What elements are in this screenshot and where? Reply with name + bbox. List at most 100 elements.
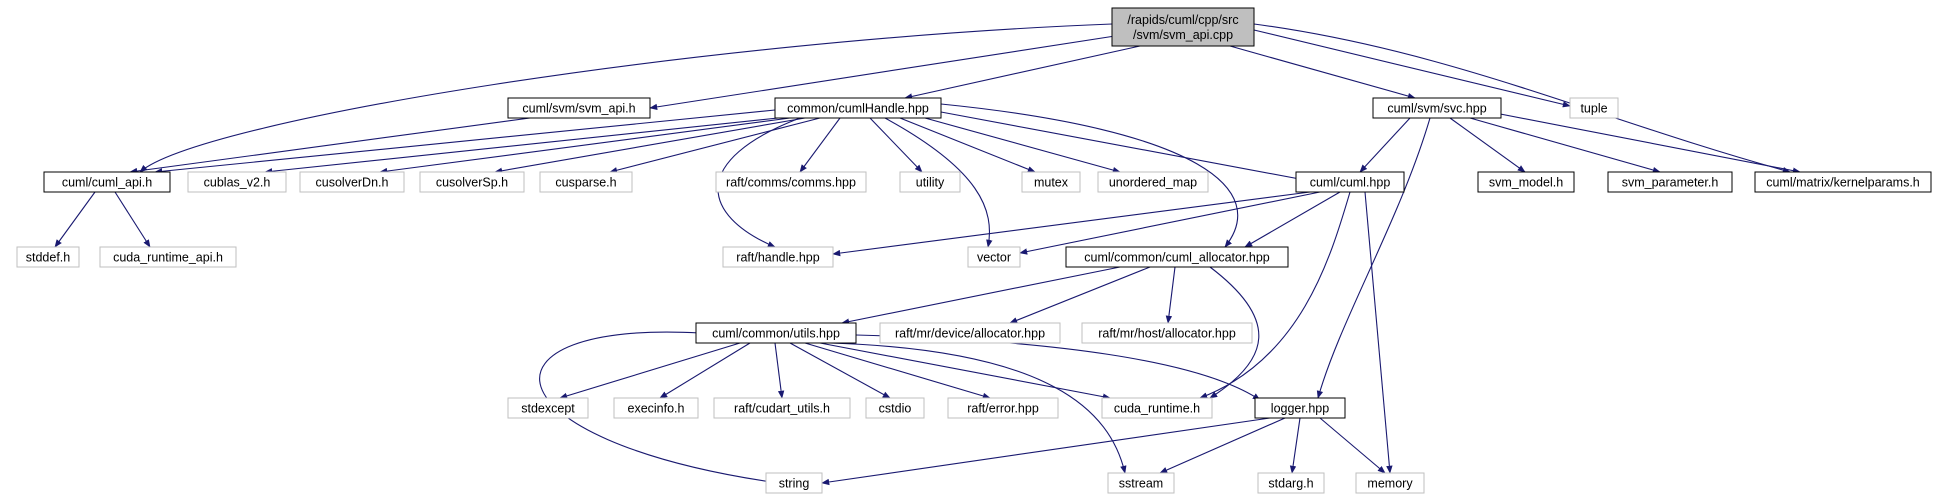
node-label: unordered_map bbox=[1109, 176, 1197, 190]
edge-cumlHandle-to-cuml_allocator bbox=[940, 103, 1239, 248]
edge-cumlHandle-to-cuml_api bbox=[154, 109, 776, 175]
node-svm_model[interactable]: svm_model.h bbox=[1477, 171, 1575, 193]
node-svc[interactable]: cuml/svm/svc.hpp bbox=[1372, 97, 1502, 119]
node-cudart_utils: raft/cudart_utils.h bbox=[713, 397, 851, 419]
nodes-layer: /rapids/cuml/cpp/src/svm/svm_api.cppcuml… bbox=[16, 7, 1932, 494]
node-label: vector bbox=[977, 251, 1011, 265]
node-logger[interactable]: logger.hpp bbox=[1254, 397, 1346, 419]
edge-cuml_hpp-to-cuda_runtime bbox=[1199, 191, 1351, 399]
node-comms: raft/comms/comms.hpp bbox=[715, 171, 867, 193]
edge-utils-to-sstream bbox=[829, 342, 1127, 474]
edge-utils-to-logger bbox=[855, 334, 1261, 401]
edge-cuml_hpp-to-raft_handle bbox=[832, 191, 1311, 257]
node-label: utility bbox=[916, 176, 945, 190]
node-utility: utility bbox=[899, 171, 961, 193]
node-memory: memory bbox=[1355, 472, 1425, 494]
node-cusparse: cusparse.h bbox=[539, 171, 633, 193]
node-label: cuml/svm/svc.hpp bbox=[1387, 102, 1486, 116]
edge-cuml_hpp-to-cuml_allocator bbox=[1244, 191, 1341, 248]
edge-root-to-cuml_api bbox=[139, 23, 1113, 173]
node-label: stdexcept bbox=[521, 402, 575, 416]
node-label: sstream bbox=[1119, 477, 1163, 491]
edge-utils-to-execinfo bbox=[659, 342, 751, 399]
node-box bbox=[1254, 397, 1346, 419]
node-label: memory bbox=[1367, 477, 1413, 491]
node-string: string bbox=[765, 472, 823, 494]
node-label: cuda_runtime.h bbox=[1114, 402, 1200, 416]
node-cusolverDn: cusolverDn.h bbox=[299, 171, 405, 193]
edge-root-to-cumlHandle bbox=[904, 45, 1141, 100]
node-box bbox=[1355, 472, 1425, 494]
node-utils[interactable]: cuml/common/utils.hpp bbox=[695, 322, 857, 344]
edge-svm_api_h-to-cuml_api bbox=[129, 117, 531, 175]
node-label: cuml/common/cuml_allocator.hpp bbox=[1084, 251, 1270, 265]
node-cusolverSp: cusolverSp.h bbox=[419, 171, 525, 193]
edge-svc-to-svm_parameter bbox=[1469, 117, 1661, 174]
node-box bbox=[1065, 246, 1289, 268]
edge-svc-to-kernelparams bbox=[1489, 111, 1801, 174]
node-unordered_map: unordered_map bbox=[1097, 171, 1209, 193]
edge-svc-to-svm_model bbox=[1449, 117, 1526, 173]
node-cumlHandle[interactable]: common/cumlHandle.hpp bbox=[774, 97, 942, 119]
node-box bbox=[539, 171, 633, 193]
node-device_alloc: raft/mr/device/allocator.hpp bbox=[879, 322, 1061, 344]
node-box bbox=[899, 171, 961, 193]
node-box bbox=[613, 397, 699, 419]
edge-cuml_allocator-to-device_alloc bbox=[1009, 266, 1151, 324]
node-box bbox=[1477, 171, 1575, 193]
node-cuml_api[interactable]: cuml/cuml_api.h bbox=[43, 171, 171, 193]
node-label: /rapids/cuml/cpp/src bbox=[1127, 13, 1238, 27]
edge-cumlHandle-to-mutex bbox=[899, 117, 1036, 173]
node-svm_parameter[interactable]: svm_parameter.h bbox=[1607, 171, 1733, 193]
node-box bbox=[967, 246, 1021, 268]
node-box bbox=[1101, 397, 1213, 419]
node-box bbox=[1295, 171, 1405, 193]
node-box bbox=[507, 397, 589, 419]
edge-cumlHandle-to-cusolverDn bbox=[379, 117, 791, 175]
node-box bbox=[1107, 472, 1175, 494]
node-label: string bbox=[779, 477, 810, 491]
edge-cuml_hpp-to-memory bbox=[1364, 191, 1393, 474]
node-box bbox=[419, 171, 525, 193]
node-label: mutex bbox=[1034, 176, 1069, 190]
node-box bbox=[713, 397, 851, 419]
node-label: raft/handle.hpp bbox=[736, 251, 819, 265]
node-label: cuda_runtime_api.h bbox=[113, 251, 223, 265]
node-box bbox=[187, 171, 287, 193]
edge-cumlHandle-to-cusparse bbox=[609, 117, 821, 174]
edge-cuml_api-to-stddef bbox=[54, 191, 96, 248]
node-box bbox=[1372, 97, 1502, 119]
node-kernelparams[interactable]: cuml/matrix/kernelparams.h bbox=[1754, 171, 1932, 193]
node-label: raft/comms/comms.hpp bbox=[726, 176, 856, 190]
edge-root-to-kernelparams bbox=[1253, 23, 1791, 174]
node-box bbox=[1111, 7, 1255, 47]
node-label: svm_parameter.h bbox=[1622, 176, 1719, 190]
node-label: raft/error.hpp bbox=[967, 402, 1039, 416]
node-box bbox=[1257, 472, 1325, 494]
edge-logger-to-memory bbox=[1319, 417, 1386, 474]
node-label: cuml/svm/svm_api.h bbox=[522, 102, 635, 116]
node-box bbox=[1607, 171, 1733, 193]
node-label: /svm/svm_api.cpp bbox=[1133, 28, 1233, 42]
node-label: raft/mr/device/allocator.hpp bbox=[895, 327, 1045, 341]
node-label: cusolverDn.h bbox=[316, 176, 389, 190]
edge-utils-to-cstdio bbox=[789, 342, 891, 399]
edge-cumlHandle-to-cublas bbox=[264, 117, 779, 175]
node-svm_api_h[interactable]: cuml/svm/svm_api.h bbox=[507, 97, 651, 119]
node-cuml_hpp[interactable]: cuml/cuml.hpp bbox=[1295, 171, 1405, 193]
edge-cumlHandle-to-unordered_map bbox=[924, 117, 1121, 174]
node-label: raft/cudart_utils.h bbox=[734, 402, 830, 416]
node-box bbox=[722, 246, 834, 268]
edge-utils-to-string bbox=[539, 331, 779, 486]
edge-cuml_allocator-to-utils bbox=[841, 266, 1121, 325]
edge-logger-to-string bbox=[821, 417, 1271, 486]
node-execinfo: execinfo.h bbox=[613, 397, 699, 419]
node-box bbox=[99, 246, 237, 268]
node-root[interactable]: /rapids/cuml/cpp/src/svm/svm_api.cpp bbox=[1111, 7, 1255, 47]
node-box bbox=[865, 397, 925, 419]
node-box bbox=[1021, 171, 1081, 193]
node-cuml_allocator[interactable]: cuml/common/cuml_allocator.hpp bbox=[1065, 246, 1289, 268]
node-box bbox=[947, 397, 1059, 419]
edge-root-to-tuple bbox=[1253, 29, 1571, 108]
